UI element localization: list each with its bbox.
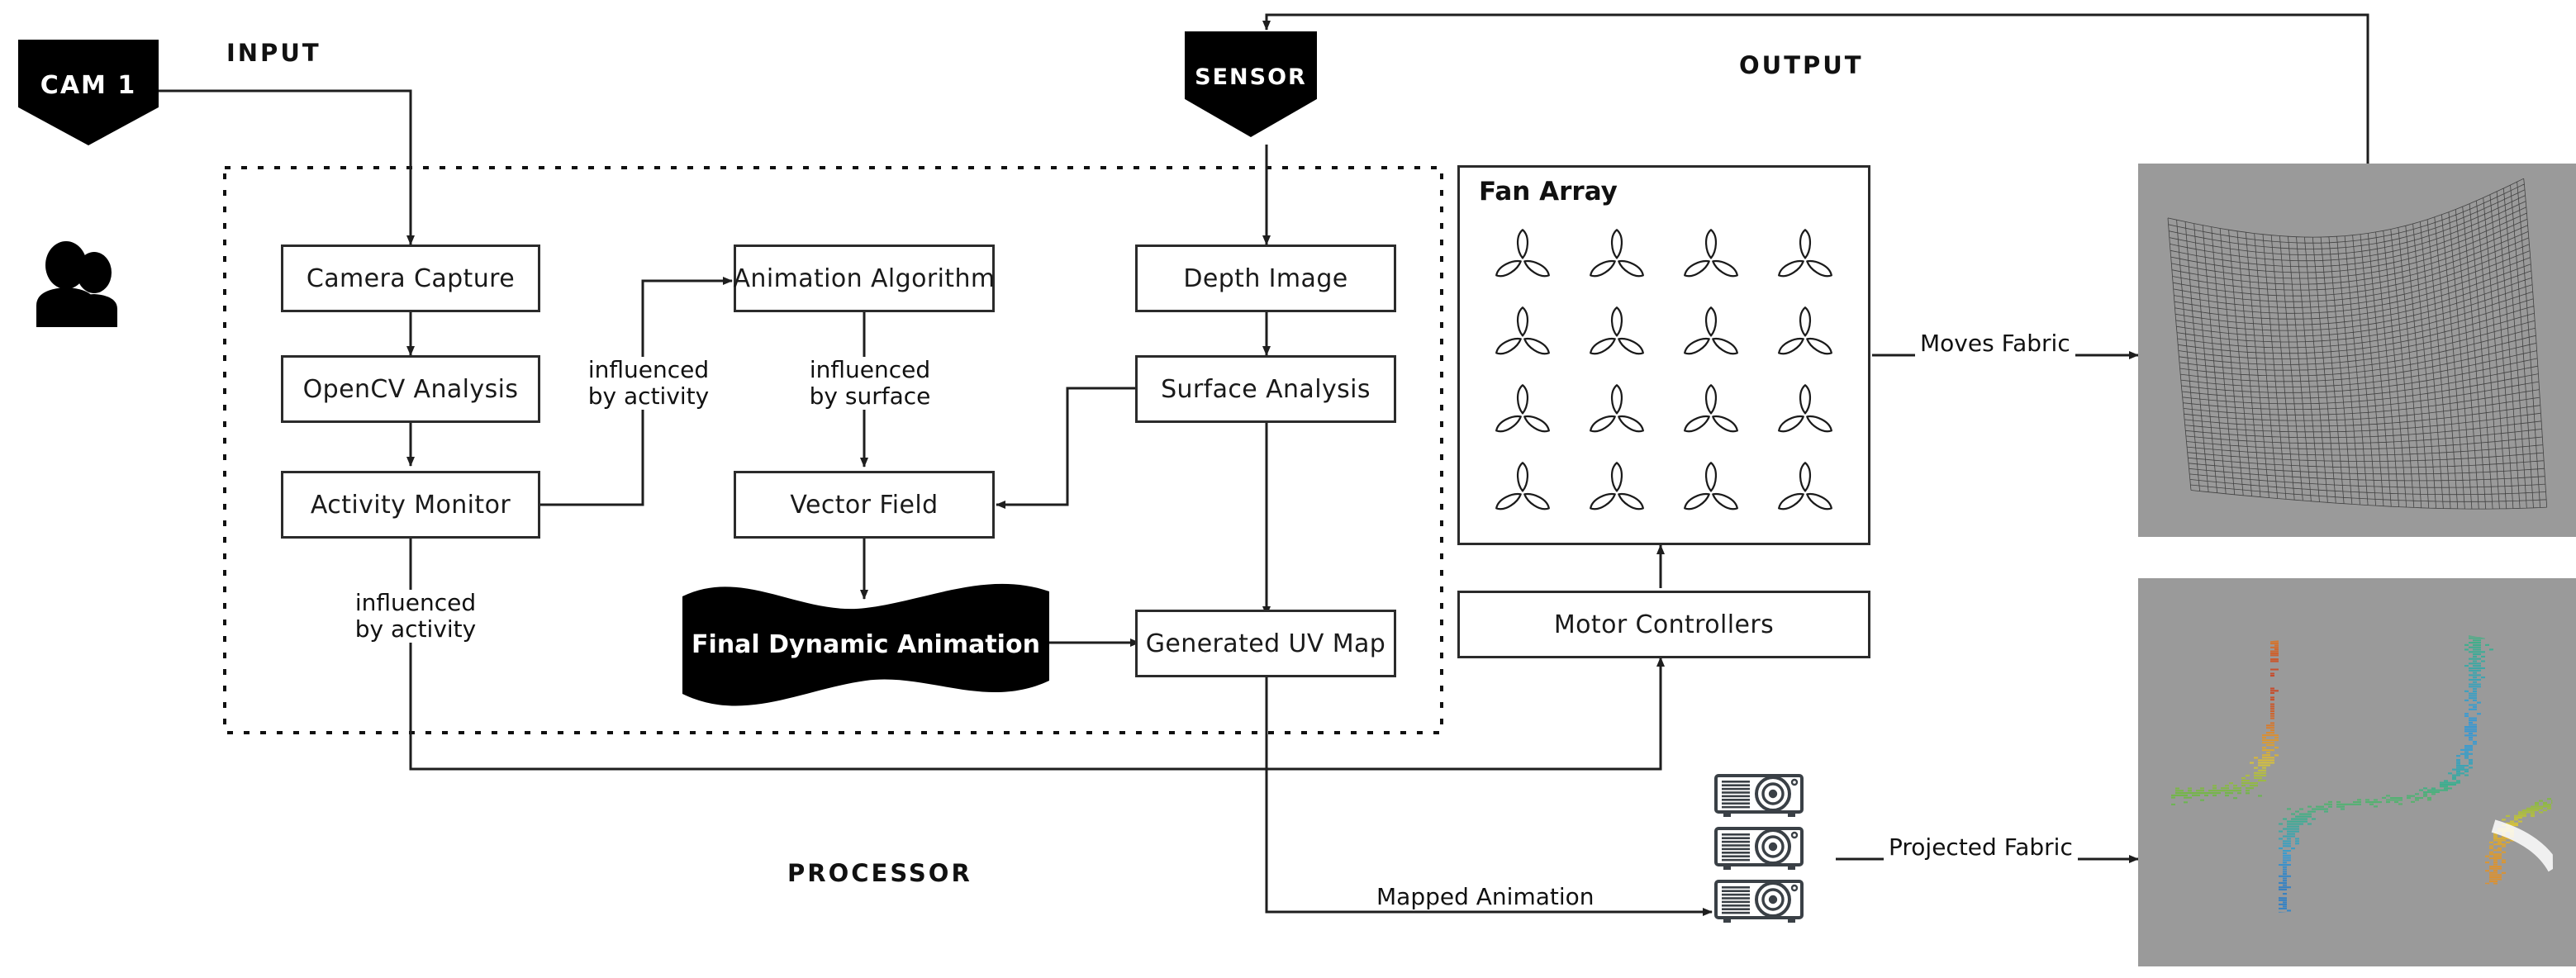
fan-blade-icon — [1476, 221, 1570, 299]
edge-label-influenced-by-surface: influenced by surface — [787, 356, 953, 411]
fan-blade-icon — [1758, 221, 1852, 299]
projector-icon[interactable] — [1712, 771, 1811, 819]
camera-tag-icon[interactable]: CAM 1 — [18, 40, 159, 145]
node-camera-capture[interactable]: Camera Capture — [281, 244, 540, 312]
fan-array-grid — [1476, 221, 1852, 532]
zone-label-output: OUTPUT — [1739, 51, 1864, 79]
fan-blade-icon — [1664, 221, 1758, 299]
node-surface-analysis[interactable]: Surface Analysis — [1135, 355, 1396, 423]
fan-blade-icon — [1570, 299, 1664, 377]
fan-blade-icon — [1758, 299, 1852, 377]
fan-blade-icon — [1664, 377, 1758, 454]
sensor-tag-icon[interactable]: SENSOR — [1185, 31, 1317, 137]
colored-contour-fabric — [2138, 578, 2576, 966]
people-silhouette-icon — [31, 238, 122, 327]
node-motor-controllers[interactable]: Motor Controllers — [1457, 591, 1870, 658]
fan-blade-icon — [1664, 454, 1758, 532]
node-depth-image[interactable]: Depth Image — [1135, 244, 1396, 312]
fan-blade-icon — [1570, 221, 1664, 299]
edge-label-influenced-by-activity-upper: influenced by activity — [565, 356, 732, 411]
node-animation-algorithm[interactable]: Animation Algorithm — [734, 244, 995, 312]
node-vector-field[interactable]: Vector Field — [734, 471, 995, 539]
fan-array-title: Fan Array — [1479, 177, 1618, 207]
node-opencv-analysis[interactable]: OpenCV Analysis — [281, 355, 540, 423]
fan-blade-icon — [1570, 377, 1664, 454]
fan-blade-icon — [1758, 454, 1852, 532]
edge-label-projected-fabric: Projected Fabric — [1884, 833, 2078, 862]
edge-label-influenced-by-activity-lower: influenced by activity — [332, 589, 499, 643]
edge-label-moves-fabric: Moves Fabric — [1915, 330, 2075, 358]
fan-blade-icon — [1476, 454, 1570, 532]
fan-blade-icon — [1758, 377, 1852, 454]
zone-label-processor: PROCESSOR — [787, 859, 972, 887]
fan-blade-icon — [1570, 454, 1664, 532]
zone-label-input: INPUT — [226, 39, 321, 67]
fan-blade-icon — [1476, 299, 1570, 377]
projector-icon[interactable] — [1712, 824, 1811, 872]
fan-blade-icon — [1664, 299, 1758, 377]
node-generated-uv-map[interactable]: Generated UV Map — [1135, 610, 1396, 677]
wireframe-fabric-mesh — [2138, 164, 2576, 537]
node-final-dynamic-animation[interactable]: Final Dynamic Animation — [679, 578, 1053, 710]
projector-stack — [1712, 771, 1837, 928]
node-activity-monitor[interactable]: Activity Monitor — [281, 471, 540, 539]
edge-label-mapped-animation: Mapped Animation — [1371, 883, 1599, 911]
projector-icon[interactable] — [1712, 877, 1811, 925]
fan-blade-icon — [1476, 377, 1570, 454]
